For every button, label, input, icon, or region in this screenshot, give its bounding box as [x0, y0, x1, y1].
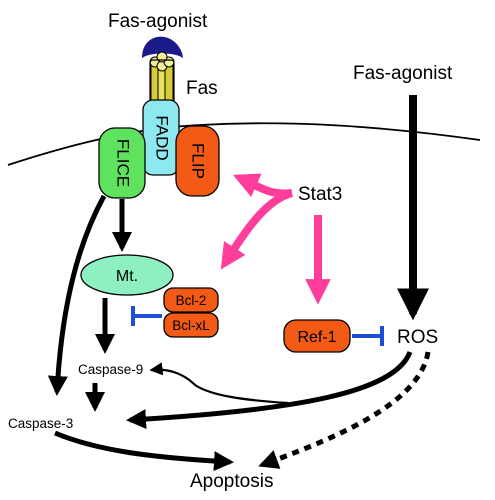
fas-agonist-right-label: Fas-agonist: [353, 63, 453, 84]
ros-to-caspase9-arrow: [149, 362, 289, 405]
fadd-label: FADD: [153, 115, 172, 160]
flice-label: FLICE: [114, 139, 133, 187]
ref1-label: Ref-1: [297, 329, 336, 346]
ros-to-apoptosis-dotted-arrow: [258, 351, 431, 469]
ros-label: ROS: [397, 327, 438, 348]
flip-box: [175, 125, 220, 197]
flice-to-caspase3-arrow: [47, 194, 107, 396]
mitochondria: [80, 254, 174, 296]
caspase3-label: Caspase-3: [8, 416, 73, 431]
fas-agonist-ligand: [142, 36, 183, 58]
bcl2-box: [163, 287, 219, 313]
apoptosis-label: Apoptosis: [190, 471, 273, 492]
caspase3-to-apoptosis-arrow: [54, 430, 234, 472]
flice-box: [98, 127, 146, 199]
flip-label: FLIP: [189, 143, 208, 179]
bclxl-label: Bcl-xL: [172, 318, 210, 333]
mitochondria-label: Mt.: [116, 268, 138, 285]
bcl2-label: Bcl-2: [176, 293, 207, 308]
fas-receptor: [149, 51, 175, 118]
stat3-label: Stat3: [298, 184, 342, 205]
ref1-box: [283, 319, 351, 353]
cell-membrane: [7, 122, 481, 166]
stat3-to-bcl2-arrow: [220, 189, 294, 270]
caspase9-label: Caspase-9: [78, 362, 143, 377]
stat3-to-flip-arrow: [232, 173, 293, 198]
bclxl-box: [163, 312, 219, 338]
fas-label: Fas: [186, 78, 218, 99]
ros-to-caspase3-arrow: [126, 350, 413, 430]
fas-agonist-top-label: Fas-agonist: [108, 11, 208, 32]
